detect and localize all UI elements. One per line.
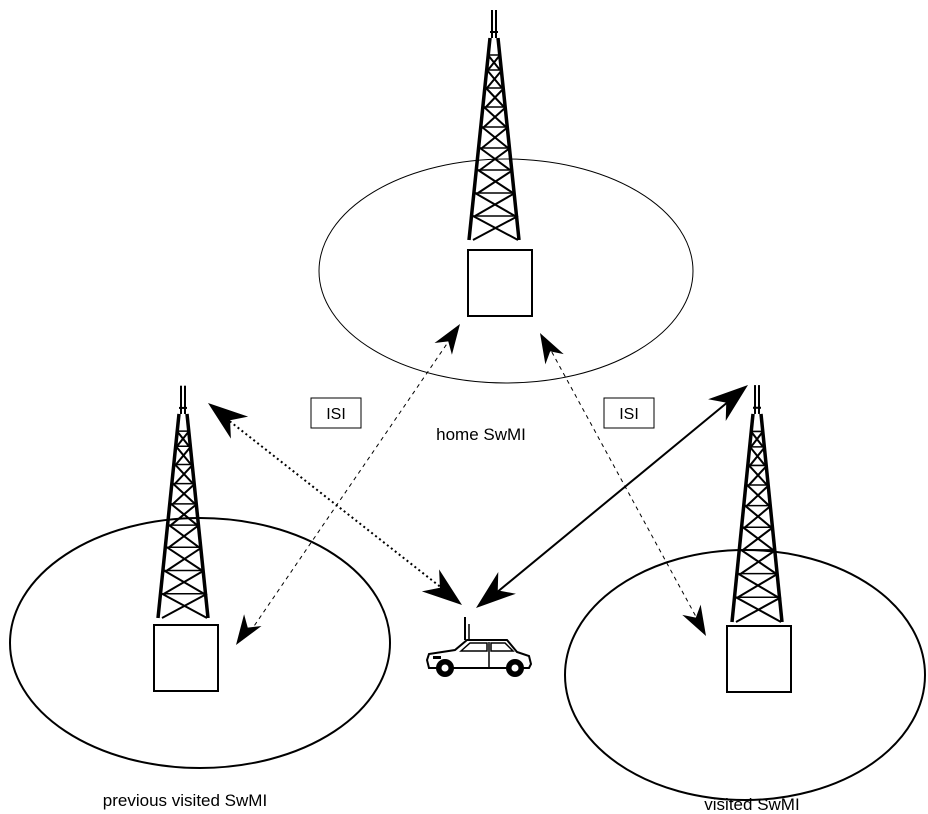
previous-coverage-ellipse bbox=[9, 517, 391, 769]
isi-box-right: ISI bbox=[603, 397, 655, 429]
isi-label-right: ISI bbox=[619, 406, 639, 423]
visited-swmi-label: visited SwMI bbox=[704, 795, 799, 814]
isi-label-left: ISI bbox=[326, 406, 346, 423]
visited-link bbox=[467, 374, 757, 619]
previous-base-station-icon bbox=[153, 624, 219, 692]
previous-swmi-label: previous visited SwMI bbox=[103, 791, 267, 810]
isi-right-link bbox=[530, 327, 716, 642]
car-icon bbox=[425, 617, 533, 677]
isi-left-link bbox=[227, 318, 469, 651]
home-base-station-icon bbox=[467, 249, 533, 317]
home-swmi-label: home SwMI bbox=[436, 425, 526, 444]
visited-radio-tower-icon bbox=[730, 383, 784, 624]
previous-radio-tower-icon bbox=[156, 383, 210, 620]
home-coverage-ellipse bbox=[318, 158, 694, 384]
visited-base-station-icon bbox=[726, 625, 792, 693]
isi-box-left: ISI bbox=[310, 397, 362, 429]
home-radio-tower-icon bbox=[467, 8, 521, 242]
